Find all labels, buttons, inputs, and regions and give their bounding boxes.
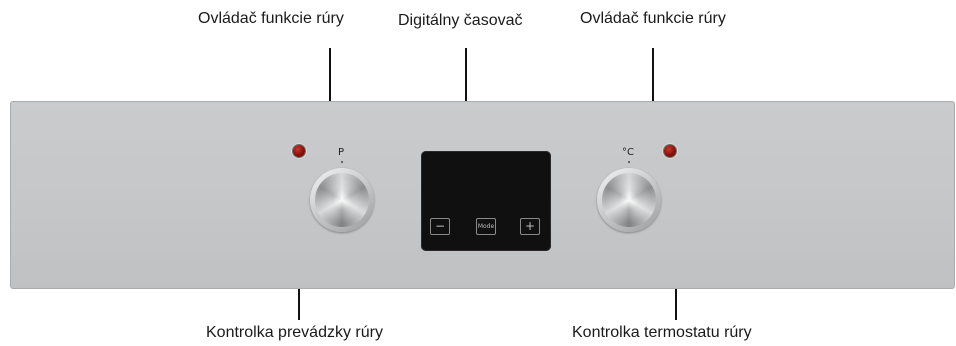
oven-function-knob-left[interactable] (310, 168, 374, 232)
label-oven-function-knob-left: Ovládač funkcie rúry (198, 10, 344, 27)
timer-plus-button[interactable]: + (520, 218, 540, 235)
knob-mark-celsius: °C (622, 147, 634, 158)
timer-mode-button[interactable]: Mode (476, 218, 496, 235)
thermostat-lamp (664, 145, 676, 157)
knob-mark-p: P (338, 147, 345, 158)
oven-operation-lamp (293, 145, 305, 157)
label-oven-operation-lamp: Kontrolka prevádzky rúry (206, 324, 383, 341)
label-oven-function-knob-right: Ovládač funkcie rúry (580, 10, 726, 27)
leader-line-timer (465, 48, 467, 152)
label-digital-timer: Digitálny časovač (398, 12, 523, 29)
label-thermostat-lamp: Kontrolka termostatu rúry (572, 324, 752, 341)
timer-minus-button[interactable]: − (430, 218, 450, 235)
oven-function-knob-right[interactable] (597, 168, 661, 232)
digital-timer: − Mode + (421, 151, 551, 251)
knob-face-right (602, 173, 656, 227)
knob-face-left (315, 173, 369, 227)
knob-indicator-dot-right (628, 161, 630, 163)
knob-indicator-dot-left (341, 161, 343, 163)
